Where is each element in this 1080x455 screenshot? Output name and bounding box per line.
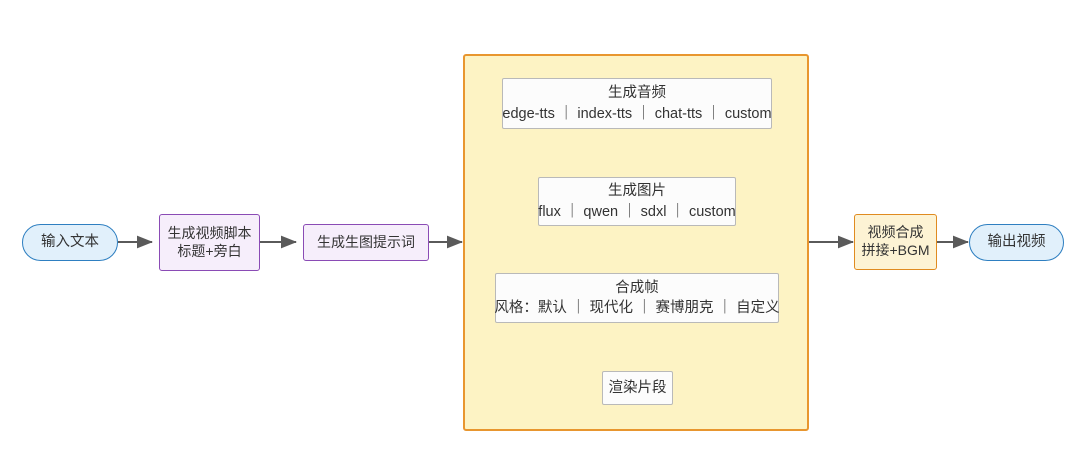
- node-compose-frame[interactable]: 合成帧 风格：默认 ｜ 现代化 ｜ 赛博朋克 ｜ 自定义: [494, 273, 780, 323]
- node-output-video-label: 输出视频: [987, 234, 1046, 251]
- node-compose-frame-title: 合成帧: [615, 279, 659, 296]
- node-input-text-label: 输入文本: [41, 234, 99, 251]
- node-generate-audio-options: edge-tts ｜ index-tts ｜ chat-tts ｜ custom: [502, 105, 772, 122]
- node-generate-script-line2: 标题+旁白: [177, 242, 242, 259]
- node-generate-script-line1: 生成视频脚本: [167, 224, 252, 241]
- node-output-video[interactable]: 输出视频: [969, 224, 1064, 261]
- node-render-clip-label: 渲染片段: [608, 379, 667, 396]
- node-video-compose-line1: 视频合成: [867, 224, 924, 241]
- node-generate-image-prompt[interactable]: 生成生图提示词: [303, 224, 429, 261]
- node-generate-image-options: flux ｜ qwen ｜ sdxl ｜ custom: [538, 203, 736, 220]
- node-input-text[interactable]: 输入文本: [22, 224, 118, 261]
- node-video-compose-line2: 拼接+BGM: [861, 242, 930, 258]
- node-generate-audio-title: 生成音频: [608, 85, 666, 102]
- node-render-clip[interactable]: 渲染片段: [602, 371, 673, 405]
- node-video-compose[interactable]: 视频合成 拼接+BGM: [854, 214, 937, 270]
- node-generate-image-title: 生成图片: [608, 183, 666, 200]
- node-generate-image[interactable]: 生成图片 flux ｜ qwen ｜ sdxl ｜ custom: [538, 177, 736, 226]
- node-generate-script[interactable]: 生成视频脚本 标题+旁白: [159, 214, 260, 271]
- node-generate-audio[interactable]: 生成音频 edge-tts ｜ index-tts ｜ chat-tts ｜ c…: [502, 78, 772, 129]
- node-compose-frame-styles: 风格：默认 ｜ 现代化 ｜ 赛博朋克 ｜ 自定义: [494, 300, 780, 316]
- node-generate-image-prompt-label: 生成生图提示词: [317, 233, 415, 250]
